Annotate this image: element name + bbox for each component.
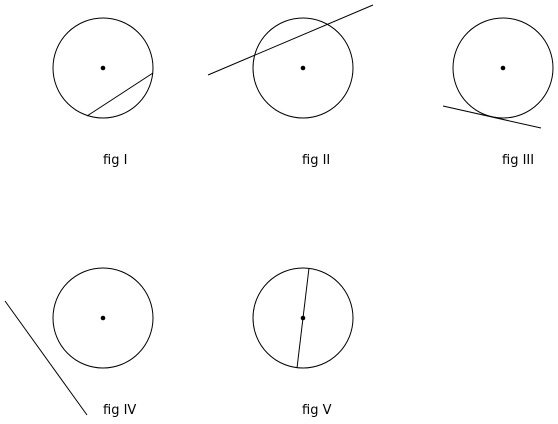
center-point [300, 65, 306, 71]
figure-5: fig V [252, 267, 354, 418]
chord-line [86, 72, 154, 117]
figure-label: fig IV [103, 403, 136, 418]
figure-label: fig I [103, 153, 127, 168]
figure-2: fig II [207, 4, 374, 168]
circle [252, 267, 354, 369]
figure-label: fig III [502, 153, 534, 168]
secant-line [207, 4, 374, 76]
figure-1: fig I [52, 17, 154, 168]
center-point [500, 65, 506, 71]
center-point [100, 315, 106, 321]
external-line [4, 300, 88, 416]
tangent-line [442, 105, 542, 129]
figure-label: fig II [302, 153, 330, 168]
diameter-line [296, 267, 310, 369]
circle [252, 17, 354, 119]
circle [52, 267, 154, 369]
figure-4: fig IV [4, 267, 154, 418]
figure-label: fig V [302, 403, 332, 418]
circle [52, 17, 154, 119]
circle [452, 17, 554, 119]
center-point [100, 65, 106, 71]
figure-3: fig III [442, 17, 554, 168]
